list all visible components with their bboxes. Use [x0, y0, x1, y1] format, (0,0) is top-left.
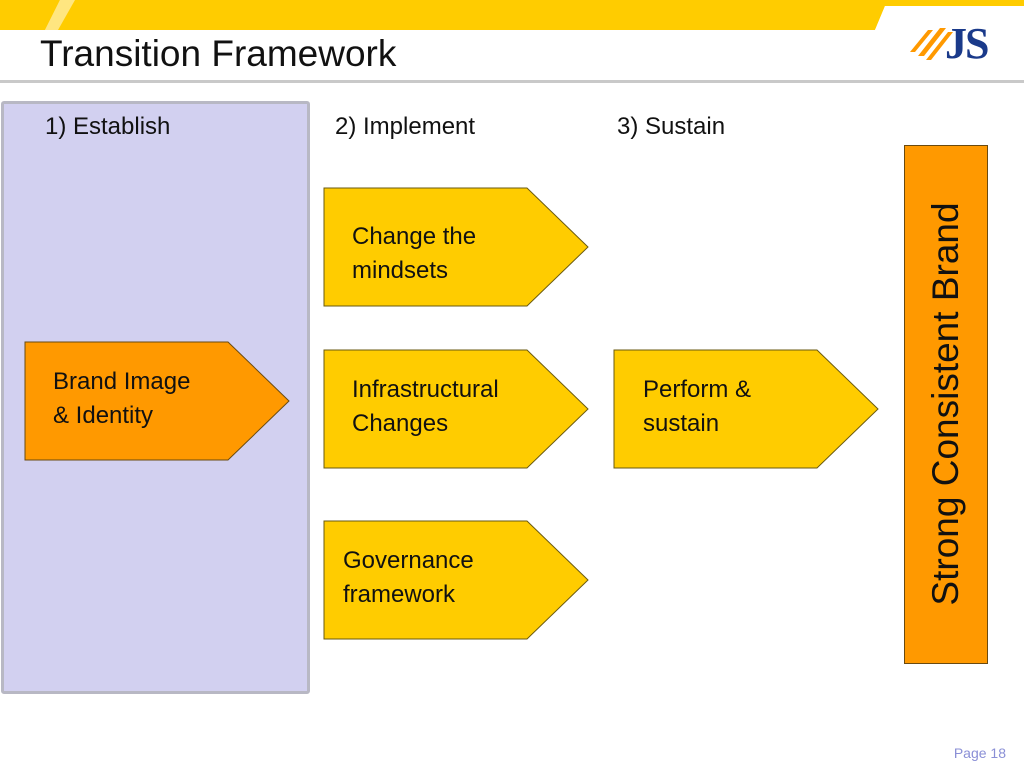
phase-label-implement: 2) Implement: [335, 113, 476, 140]
slide-title: Transition Framework: [40, 33, 397, 74]
pentagon-arrow-shape: [323, 520, 589, 640]
step-label-infrastructural-changes: Infrastructural Changes: [352, 376, 499, 437]
step-governance-framework[interactable]: [323, 520, 589, 640]
logo-text: JS: [945, 19, 990, 68]
step-label-governance-framework: Governance framework: [343, 547, 474, 608]
step-label-perform-sustain: Perform & sustain: [643, 376, 752, 437]
phase-label-establish: 1) Establish: [45, 113, 171, 140]
step-perform-sustain[interactable]: [613, 349, 879, 469]
step-label-brand-image: Brand Image & Identity: [53, 368, 191, 429]
pentagon-arrow-shape: [323, 349, 589, 469]
step-label-change-mindsets: Change the mindsets: [352, 223, 477, 284]
title-divider: [0, 80, 1024, 83]
outcome-label: Strong Consistent Brand: [925, 202, 966, 606]
step-infrastructural-changes[interactable]: [323, 349, 589, 469]
step-brand-image[interactable]: [24, 341, 290, 461]
pentagon-arrow-shape: [323, 187, 589, 307]
page-number: Page 18: [953, 745, 1006, 761]
outcome-box[interactable]: [904, 145, 988, 664]
header-band: [0, 0, 1024, 30]
js-logo-icon: [910, 28, 953, 60]
step-change-mindsets[interactable]: [323, 187, 589, 307]
pentagon-arrow-shape: [24, 341, 290, 461]
phase-label-sustain: 3) Sustain: [617, 113, 726, 140]
pentagon-arrow-shape: [613, 349, 879, 469]
